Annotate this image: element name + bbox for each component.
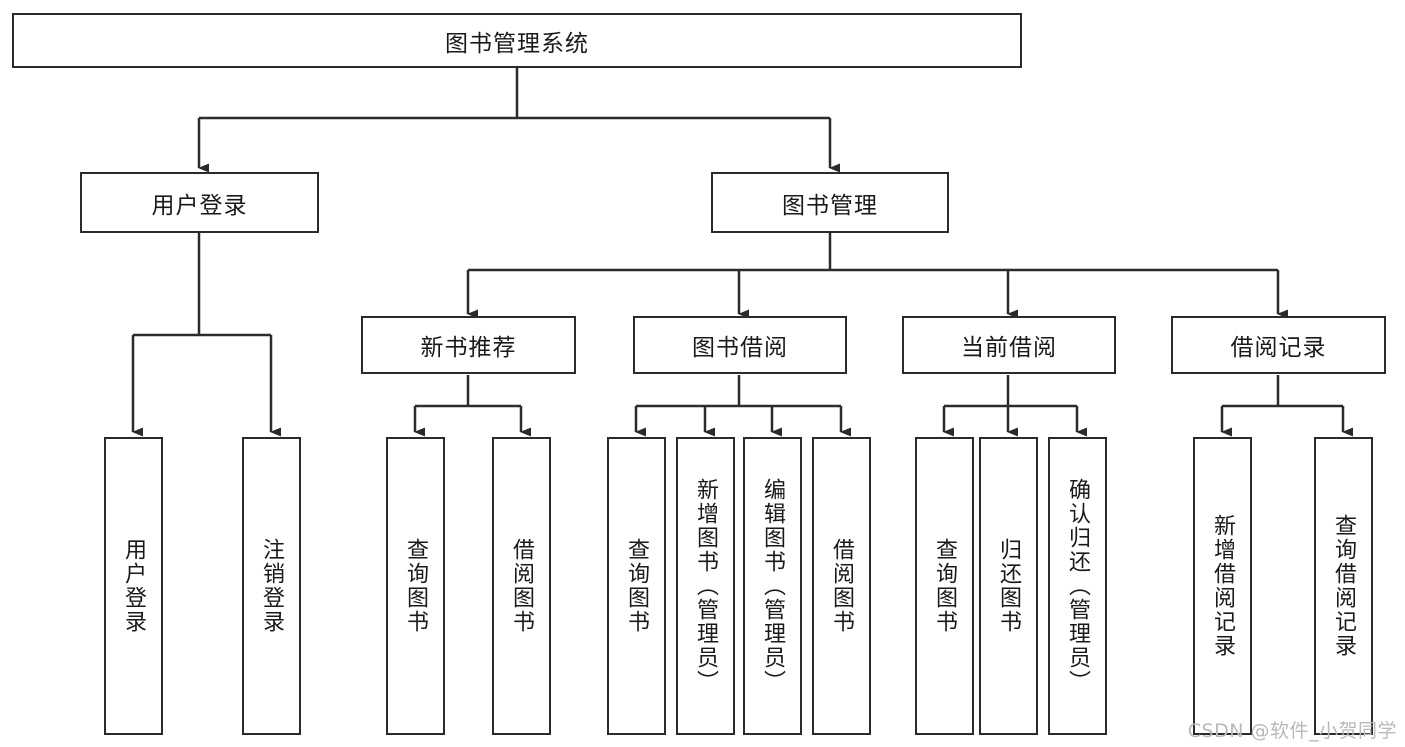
node-leaf-query-book-1[interactable]: 查询图书: [386, 437, 445, 735]
node-leaf-add-borrow-record-label: 新增借阅记录: [1210, 514, 1236, 658]
node-borrow-record[interactable]: 借阅记录: [1171, 316, 1386, 374]
node-user-login-label: 用户登录: [151, 192, 248, 219]
node-new-book-recommend[interactable]: 新书推荐: [361, 316, 576, 374]
node-borrow-record-label: 借阅记录: [1230, 335, 1327, 361]
node-leaf-borrow-book-2[interactable]: 借阅图书: [812, 437, 871, 735]
node-current-borrow-label: 当前借阅: [961, 335, 1057, 361]
node-leaf-query-borrow-record[interactable]: 查询借阅记录: [1314, 437, 1373, 735]
node-user-login[interactable]: 用户登录: [80, 172, 319, 233]
node-current-borrow[interactable]: 当前借阅: [902, 316, 1116, 374]
node-new-book-recommend-label: 新书推荐: [420, 335, 517, 361]
node-leaf-add-book-admin[interactable]: 新增图书（管理员）: [676, 437, 735, 735]
node-book-manage[interactable]: 图书管理: [711, 172, 949, 233]
node-leaf-add-borrow-record[interactable]: 新增借阅记录: [1193, 437, 1252, 735]
node-leaf-query-book-2[interactable]: 查询图书: [607, 437, 666, 735]
node-leaf-user-login[interactable]: 用户登录: [104, 437, 163, 735]
node-leaf-return-book-label: 归还图书: [996, 538, 1022, 634]
node-leaf-borrow-book-2-label: 借阅图书: [829, 538, 855, 634]
edge-root-to-level1: [197, 68, 840, 173]
edge-bookborrow-to-leaves: [634, 375, 851, 437]
node-leaf-borrow-book-1[interactable]: 借阅图书: [492, 437, 551, 735]
node-leaf-edit-book-admin-label: 编辑图书（管理员）: [760, 478, 786, 694]
node-leaf-add-book-admin-label: 新增图书（管理员）: [693, 478, 719, 694]
node-leaf-query-book-1-label: 查询图书: [403, 538, 429, 634]
node-book-borrow-label: 图书借阅: [692, 335, 788, 361]
node-leaf-edit-book-admin[interactable]: 编辑图书（管理员）: [743, 437, 802, 735]
node-leaf-return-book[interactable]: 归还图书: [979, 437, 1038, 735]
node-root-label: 图书管理系统: [445, 30, 589, 57]
edge-userlogin-to-leaves: [131, 233, 281, 437]
node-leaf-logout-login-label: 注销登录: [259, 538, 285, 634]
node-leaf-query-book-3[interactable]: 查询图书: [915, 437, 974, 735]
node-leaf-user-login-label: 用户登录: [121, 538, 147, 634]
edge-currentborrow-to-leaves: [942, 375, 1087, 437]
edge-borrowrecord-to-leaves: [1220, 375, 1353, 437]
node-leaf-query-book-3-label: 查询图书: [932, 538, 958, 634]
node-book-borrow[interactable]: 图书借阅: [633, 316, 847, 374]
node-leaf-confirm-return-admin-label: 确认归还（管理员）: [1065, 478, 1091, 694]
node-leaf-borrow-book-1-label: 借阅图书: [509, 538, 535, 634]
node-leaf-confirm-return-admin[interactable]: 确认归还（管理员）: [1048, 437, 1107, 735]
edge-bookmanage-to-level2: [466, 233, 1288, 319]
node-leaf-query-borrow-record-label: 查询借阅记录: [1331, 514, 1357, 658]
node-leaf-query-book-2-label: 查询图书: [624, 538, 650, 634]
node-leaf-logout-login[interactable]: 注销登录: [242, 437, 301, 735]
edge-newbook-to-leaves: [413, 375, 531, 437]
node-root-book-management-system[interactable]: 图书管理系统: [12, 13, 1022, 68]
node-book-manage-label: 图书管理: [782, 192, 878, 219]
